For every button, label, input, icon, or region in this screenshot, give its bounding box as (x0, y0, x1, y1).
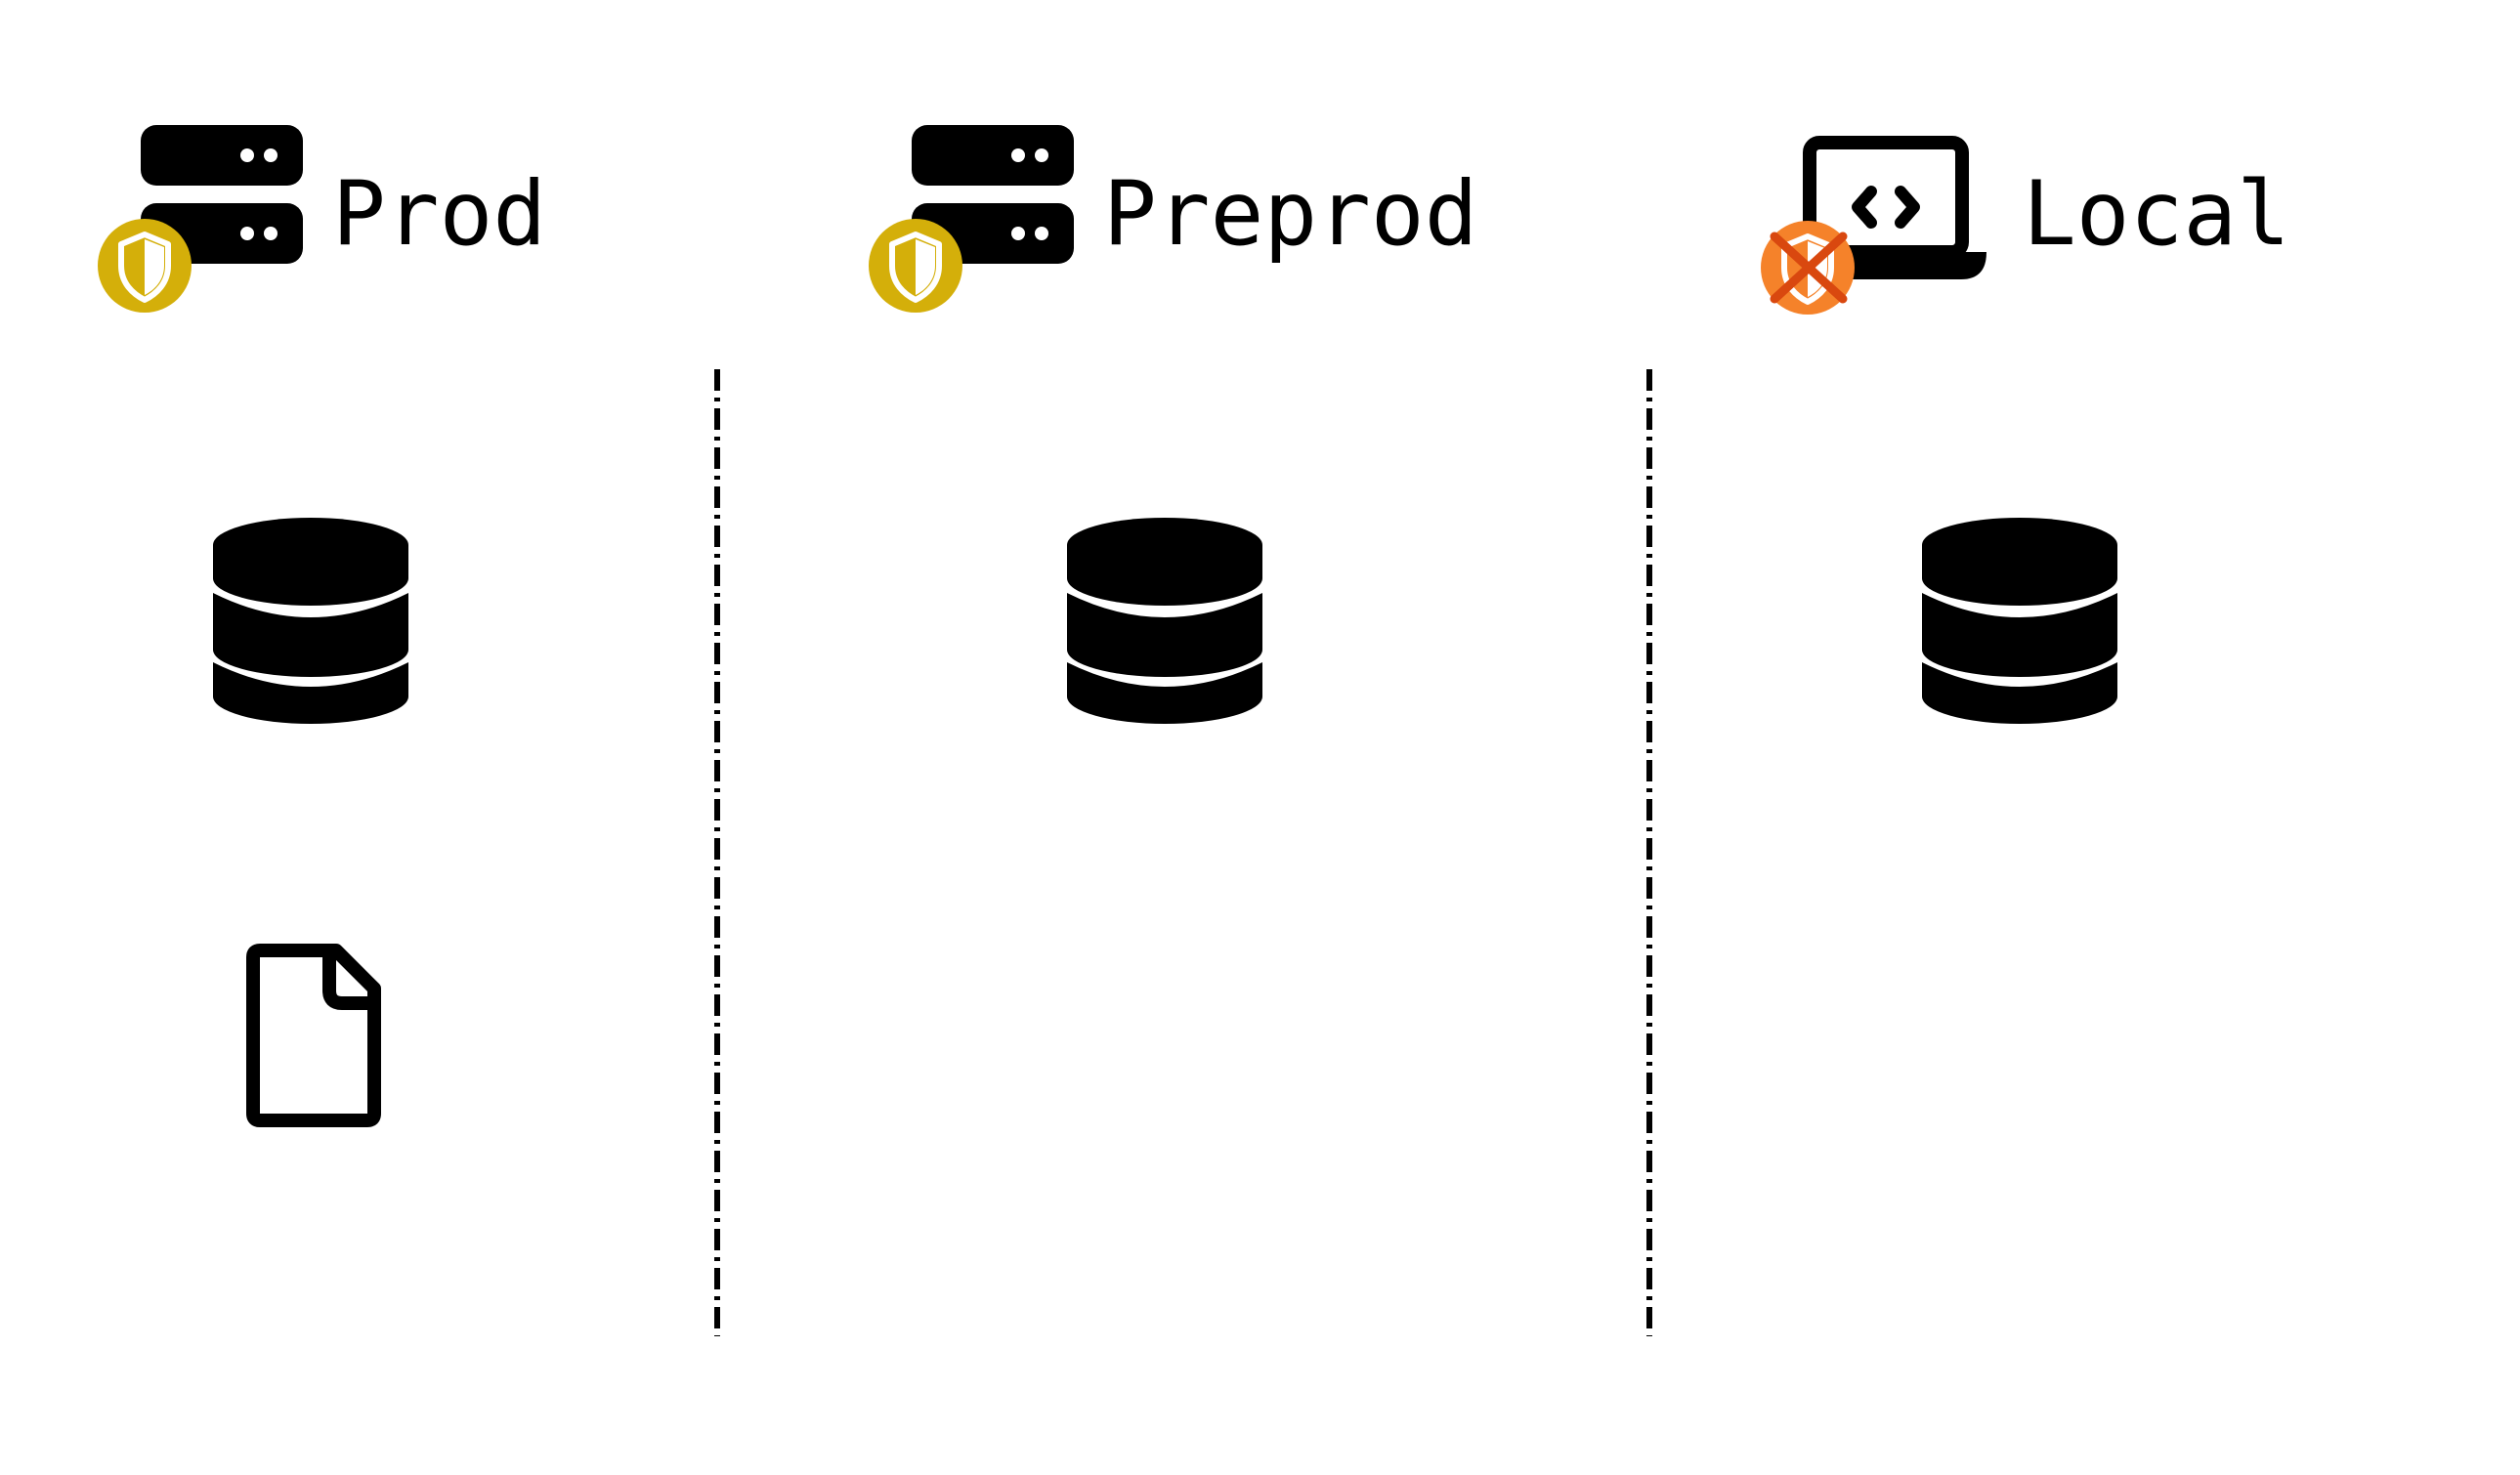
env-label: Local (2023, 163, 2290, 266)
env-local: Local (1761, 136, 2290, 315)
env-prod: Prod (98, 125, 546, 313)
server-icon (912, 125, 1074, 264)
database-icon (1922, 518, 2117, 724)
shield-check-icon (98, 219, 192, 313)
env-label: Preprod (1103, 163, 1478, 266)
database-icon (1067, 518, 1262, 724)
shield-check-icon (869, 219, 962, 313)
env-preprod: Preprod (869, 125, 1478, 313)
database-icon (213, 518, 408, 724)
shield-crossed-icon (1761, 221, 1855, 315)
file-icon (246, 944, 381, 1127)
env-label: Prod (332, 163, 546, 266)
